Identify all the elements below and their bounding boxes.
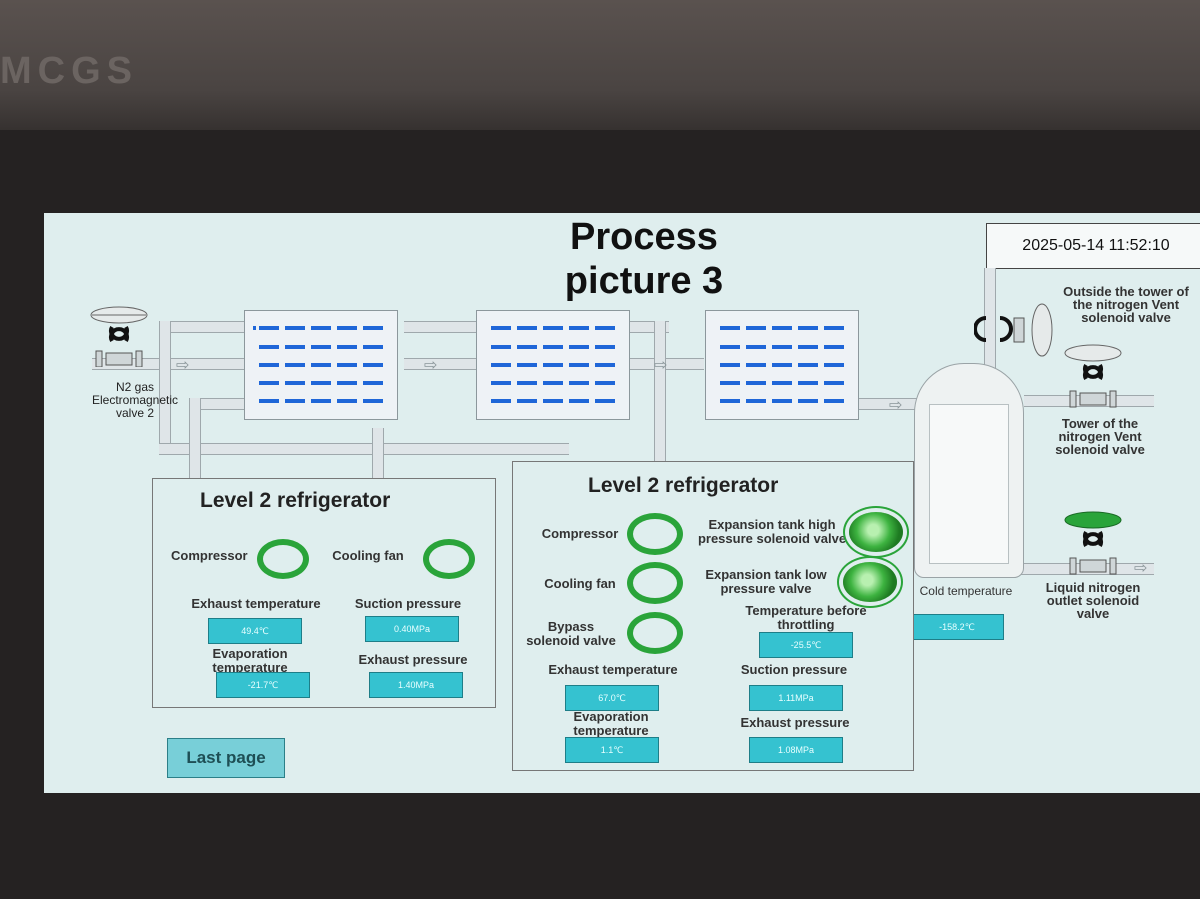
cooling-fan-label: Cooling fan bbox=[332, 548, 404, 563]
pipe bbox=[189, 398, 254, 410]
flow-arrow-icon: ⇨ bbox=[1134, 560, 1148, 577]
tower-vent-valve-label: Tower of the nitrogen Vent solenoid valv… bbox=[1055, 416, 1145, 457]
bypass-valve-status-indicator[interactable] bbox=[627, 612, 683, 654]
exhaust-temperature-label: Exhaust temperature bbox=[548, 662, 678, 677]
exhaust-pressure-value: 1.40MPa bbox=[369, 672, 463, 698]
brand-logo: MCGS bbox=[0, 50, 138, 92]
pipe bbox=[404, 321, 479, 333]
evaporation-temperature-value: -21.7℃ bbox=[216, 672, 310, 698]
heat-exchanger-2 bbox=[476, 310, 630, 420]
right-refrigerator-panel: Level 2 refrigerator Compressor Cooling … bbox=[512, 461, 914, 771]
cold-temperature-value: -158.2℃ bbox=[910, 614, 1004, 640]
n2-gas-valve[interactable] bbox=[84, 305, 154, 368]
left-refrigerator-panel: Level 2 refrigerator Compressor Cooling … bbox=[152, 478, 496, 708]
panel-title: Level 2 refrigerator bbox=[200, 489, 391, 512]
flow-arrow-icon: ⇨ bbox=[654, 357, 668, 374]
exhaust-pressure-value: 1.08MPa bbox=[749, 737, 843, 763]
panel-title: Level 2 refrigerator bbox=[588, 474, 779, 497]
flow-arrow-icon: ⇨ bbox=[424, 357, 438, 374]
suction-pressure-label: Suction pressure bbox=[354, 596, 462, 611]
pipe bbox=[629, 358, 704, 370]
compressor-status-indicator[interactable] bbox=[257, 539, 309, 579]
outside-tower-vent-valve-label: Outside the tower of the nitrogen Vent s… bbox=[1063, 284, 1189, 325]
hmi-screen: Process picture 3 2025-05-14 11:52:10 ⇨ … bbox=[44, 213, 1200, 793]
bypass-valve-label: Bypass solenoid valve bbox=[526, 619, 616, 648]
liquid-nitrogen-outlet-valve[interactable] bbox=[1056, 510, 1131, 580]
exhaust-pressure-label: Exhaust pressure bbox=[358, 652, 468, 667]
flow-arrow-icon: ⇨ bbox=[889, 397, 903, 414]
expansion-tank-high-label: Expansion tank high pressure solenoid va… bbox=[697, 517, 847, 546]
pipe bbox=[159, 443, 569, 455]
expansion-tank-low-label: Expansion tank low pressure valve bbox=[705, 567, 827, 596]
compressor-label: Compressor bbox=[541, 526, 619, 541]
exhaust-temperature-label: Exhaust temperature bbox=[191, 596, 321, 611]
temp-before-throttling-value: -25.5℃ bbox=[759, 632, 853, 658]
evaporation-temperature-label: Evaporation temperature bbox=[573, 709, 649, 738]
heat-exchanger-1 bbox=[244, 310, 398, 420]
flow-arrow-icon: ⇨ bbox=[176, 357, 190, 374]
page-title: Process picture 3 bbox=[564, 216, 724, 302]
pipe bbox=[404, 358, 479, 370]
last-page-button[interactable]: Last page bbox=[167, 738, 285, 778]
outside-tower-vent-valve[interactable] bbox=[973, 298, 1064, 358]
expansion-tank-low-indicator[interactable] bbox=[843, 562, 897, 602]
nitrogen-tower-tank bbox=[914, 363, 1024, 578]
pipe bbox=[859, 398, 919, 410]
expansion-tank-high-indicator[interactable] bbox=[849, 512, 903, 552]
heat-exchanger-3 bbox=[705, 310, 859, 420]
temp-before-throttling-label: Temperature before throttling bbox=[745, 603, 867, 632]
liquid-nitrogen-outlet-valve-label: Liquid nitrogen outlet solenoid valve bbox=[1045, 580, 1141, 621]
compressor-label: Compressor bbox=[171, 548, 248, 563]
exhaust-pressure-label: Exhaust pressure bbox=[740, 715, 850, 730]
pipe bbox=[654, 321, 666, 461]
pipe bbox=[159, 321, 254, 333]
pipe bbox=[189, 398, 201, 478]
cooling-fan-label: Cooling fan bbox=[544, 576, 616, 591]
device-bezel-top: MCGS bbox=[0, 0, 1200, 150]
tower-vent-valve[interactable] bbox=[1056, 343, 1131, 413]
suction-pressure-value: 1.11MPa bbox=[749, 685, 843, 711]
cooling-fan-status-indicator[interactable] bbox=[423, 539, 475, 579]
cooling-fan-status-indicator[interactable] bbox=[627, 562, 683, 604]
exhaust-temperature-value: 49.4℃ bbox=[208, 618, 302, 644]
cold-temperature-label: Cold temperature bbox=[919, 584, 1013, 598]
suction-pressure-label: Suction pressure bbox=[740, 662, 848, 677]
n2-gas-valve-label: N2 gas Electromagnetic valve 2 bbox=[91, 380, 179, 420]
datetime-display: 2025-05-14 11:52:10 bbox=[986, 223, 1200, 269]
pipe bbox=[159, 321, 171, 451]
evaporation-temperature-value: 1.1℃ bbox=[565, 737, 659, 763]
suction-pressure-value: 0.40MPa bbox=[365, 616, 459, 642]
exhaust-temperature-value: 67.0℃ bbox=[565, 685, 659, 711]
pipe bbox=[372, 428, 384, 478]
compressor-status-indicator[interactable] bbox=[627, 513, 683, 555]
evaporation-temperature-label: Evaporation temperature bbox=[212, 646, 288, 675]
